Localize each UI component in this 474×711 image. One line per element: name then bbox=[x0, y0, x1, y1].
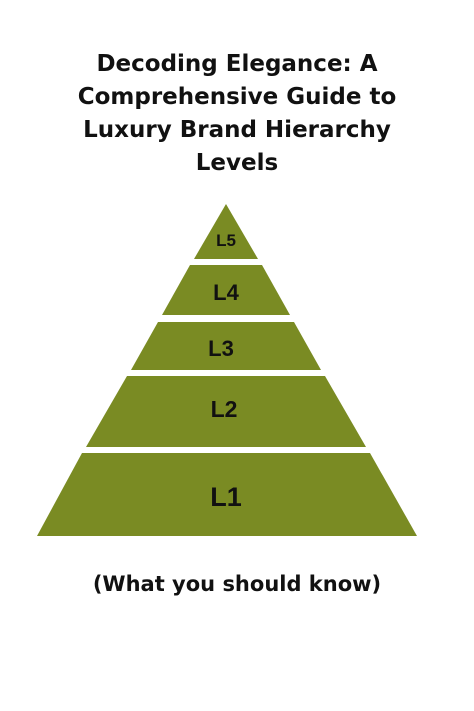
subtitle: (What you should know) bbox=[92, 572, 382, 596]
pyramid-level-3-label: L3 bbox=[208, 336, 234, 361]
title-line-4: Levels bbox=[195, 150, 279, 176]
pyramid-level-4-label: L4 bbox=[213, 280, 239, 305]
pyramid-level-2-label: L2 bbox=[211, 396, 238, 422]
page-title: Decoding Elegance: A Comprehensive Guide… bbox=[0, 48, 474, 180]
title-line-3: Luxury Brand Hierarchy bbox=[83, 117, 391, 143]
pyramid-level-1-label: L1 bbox=[210, 482, 242, 512]
pyramid-level-5-shape bbox=[194, 204, 258, 259]
title-line-1: Decoding Elegance: A bbox=[96, 51, 378, 77]
pyramid-level-4-shape bbox=[162, 265, 290, 315]
pyramid-level-5-label: L5 bbox=[216, 231, 236, 250]
pyramid-level-1-shape bbox=[37, 453, 417, 536]
pyramid-level-3-shape bbox=[131, 322, 321, 370]
pyramid-level-2-shape bbox=[86, 376, 366, 447]
title-line-2: Comprehensive Guide to bbox=[77, 84, 397, 110]
